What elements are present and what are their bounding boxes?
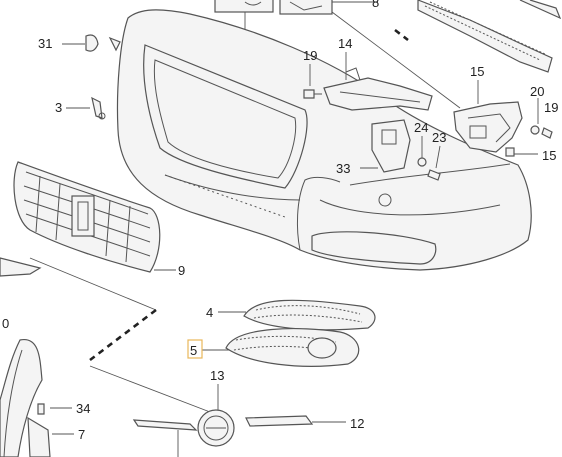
part-7-strip [27, 416, 51, 457]
callout-5-highlight [187, 339, 203, 359]
leader-23 [435, 145, 441, 169]
lower-grille-mesh [417, 0, 553, 73]
part-15-clip [505, 147, 515, 157]
callout-12: 12 [350, 416, 364, 431]
callout-5: 5 [190, 343, 197, 358]
callout-24: 24 [414, 120, 428, 135]
callout-9: 9 [178, 263, 185, 278]
callout-15a: 15 [470, 64, 484, 79]
leader-emblem [89, 365, 211, 413]
callout-10: 0 [2, 316, 9, 331]
part-34-screw [37, 403, 45, 415]
lower-left-trim [0, 339, 43, 457]
callout-31: 31 [38, 36, 52, 51]
part-31-clip [85, 34, 99, 52]
leader-grille-diag [29, 257, 157, 311]
callout-13: 13 [210, 368, 224, 383]
part-14-bracket [323, 67, 433, 111]
detail-box-right [279, 0, 333, 15]
part-23-screw [427, 169, 441, 181]
trim-corner [519, 0, 562, 20]
part-31-mount [108, 36, 121, 52]
callout-20: 20 [530, 84, 544, 99]
callout-19a: 19 [303, 48, 317, 63]
callout-15b: 15 [542, 148, 556, 163]
leader-dash-cover [331, 11, 461, 109]
part-19-bolt [303, 89, 315, 99]
part-15-bracket [453, 101, 523, 153]
callout-14: 14 [338, 36, 352, 51]
dash-leader-lower [89, 308, 157, 362]
callout-33: 33 [336, 161, 350, 176]
part-13-emblem [197, 409, 235, 447]
part-33-mount [371, 119, 411, 173]
part-5-fog-grille [225, 327, 360, 367]
part-20-nut [530, 125, 540, 135]
dash-segment [394, 28, 409, 42]
part-10-trim [0, 257, 42, 277]
part-9-grille [13, 161, 161, 273]
trim-strip-left [132, 419, 198, 431]
part-19-screw [541, 127, 553, 139]
part-4-fog-grille [243, 299, 376, 331]
part-24-nut [417, 157, 427, 167]
callout-3: 3 [55, 100, 62, 115]
callout-4: 4 [206, 305, 213, 320]
detail-box-left [214, 0, 274, 13]
callout-34: 34 [76, 401, 90, 416]
bumper-cover [116, 9, 532, 271]
callout-19b: 19 [544, 100, 558, 115]
part-12-strip [245, 415, 314, 427]
callout-8: 8 [372, 0, 379, 10]
part-3-bracket [91, 96, 103, 119]
callout-23: 23 [432, 130, 446, 145]
callout-7: 7 [78, 427, 85, 442]
